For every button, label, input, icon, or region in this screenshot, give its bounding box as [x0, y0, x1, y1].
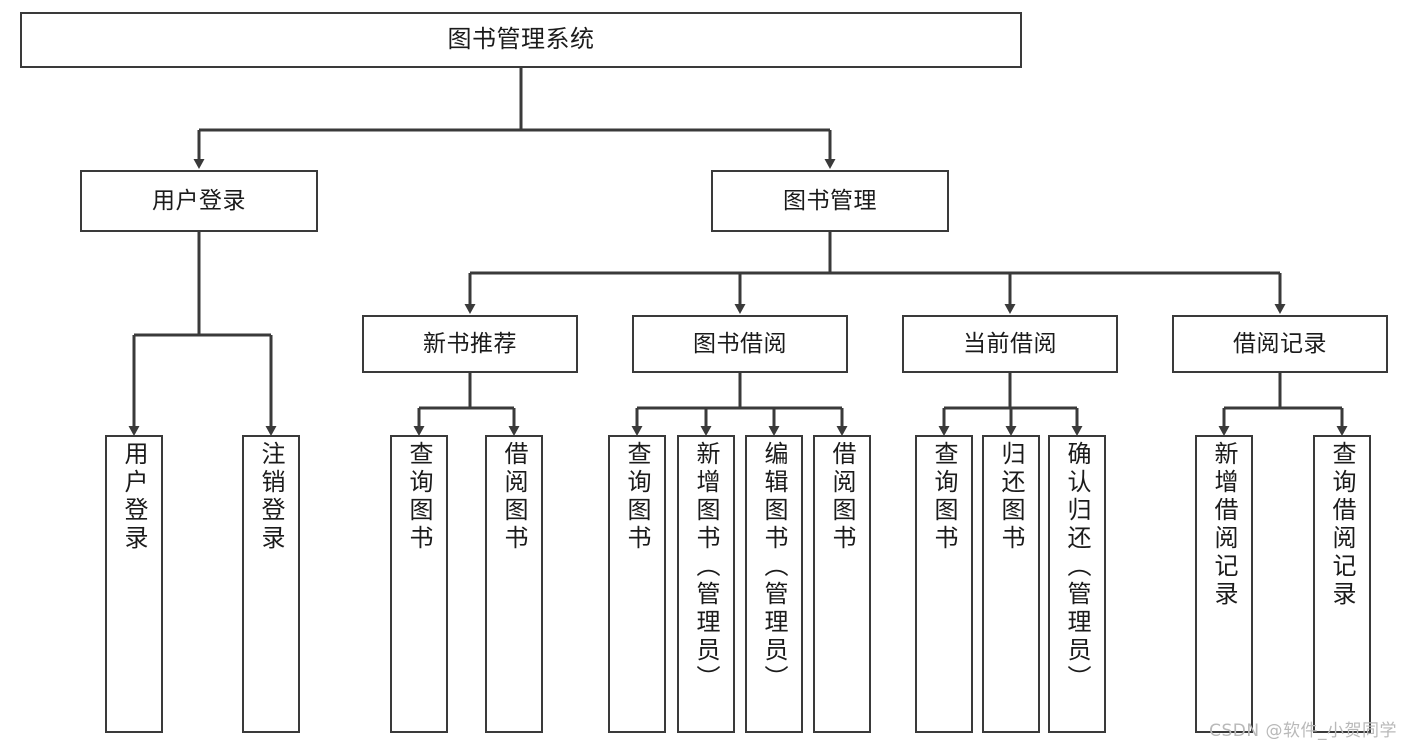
leaf-query-book-1-label: 查询图书 [405, 441, 433, 553]
node-book-borrow-label: 图书借阅 [693, 330, 787, 357]
node-book-manage[interactable]: 图书管理 [711, 170, 949, 232]
node-borrow-record[interactable]: 借阅记录 [1172, 315, 1388, 373]
leaf-query-book-3[interactable]: 查询图书 [915, 435, 973, 733]
leaf-query-record-label: 查询借阅记录 [1328, 441, 1356, 609]
node-new-book-recommend-label: 新书推荐 [423, 330, 517, 357]
watermark: CSDN @软件_小贺同学 [1209, 721, 1397, 741]
node-book-manage-label: 图书管理 [783, 187, 877, 214]
leaf-user-logout[interactable]: 注销登录 [242, 435, 300, 733]
leaf-borrow-book-1-label: 借阅图书 [500, 441, 528, 553]
leaf-query-book-2-label: 查询图书 [623, 441, 651, 553]
leaf-borrow-book-1[interactable]: 借阅图书 [485, 435, 543, 733]
leaf-add-book-label: 新增图书（管理员） [692, 441, 720, 693]
leaf-query-book-2[interactable]: 查询图书 [608, 435, 666, 733]
node-root[interactable]: 图书管理系统 [20, 12, 1022, 68]
leaf-user-logout-label: 注销登录 [257, 441, 285, 553]
leaf-add-record[interactable]: 新增借阅记录 [1195, 435, 1253, 733]
node-borrow-record-label: 借阅记录 [1233, 330, 1327, 357]
node-current-borrow[interactable]: 当前借阅 [902, 315, 1118, 373]
leaf-user-login-label: 用户登录 [120, 441, 148, 553]
leaf-query-record[interactable]: 查询借阅记录 [1313, 435, 1371, 733]
leaf-confirm-return-label: 确认归还（管理员） [1063, 441, 1091, 693]
leaf-edit-book[interactable]: 编辑图书（管理员） [745, 435, 803, 733]
leaf-query-book-3-label: 查询图书 [930, 441, 958, 553]
leaf-borrow-book-2[interactable]: 借阅图书 [813, 435, 871, 733]
node-new-book-recommend[interactable]: 新书推荐 [362, 315, 578, 373]
leaf-borrow-book-2-label: 借阅图书 [828, 441, 856, 553]
leaf-edit-book-label: 编辑图书（管理员） [760, 441, 788, 693]
node-user-login[interactable]: 用户登录 [80, 170, 318, 232]
leaf-add-record-label: 新增借阅记录 [1210, 441, 1238, 609]
leaf-add-book[interactable]: 新增图书（管理员） [677, 435, 735, 733]
node-current-borrow-label: 当前借阅 [963, 330, 1057, 357]
leaf-query-book-1[interactable]: 查询图书 [390, 435, 448, 733]
leaf-return-book-label: 归还图书 [997, 441, 1025, 553]
leaf-user-login[interactable]: 用户登录 [105, 435, 163, 733]
node-root-label: 图书管理系统 [447, 25, 595, 54]
leaf-return-book[interactable]: 归还图书 [982, 435, 1040, 733]
node-user-login-label: 用户登录 [152, 187, 246, 214]
node-book-borrow[interactable]: 图书借阅 [632, 315, 848, 373]
leaf-confirm-return[interactable]: 确认归还（管理员） [1048, 435, 1106, 733]
